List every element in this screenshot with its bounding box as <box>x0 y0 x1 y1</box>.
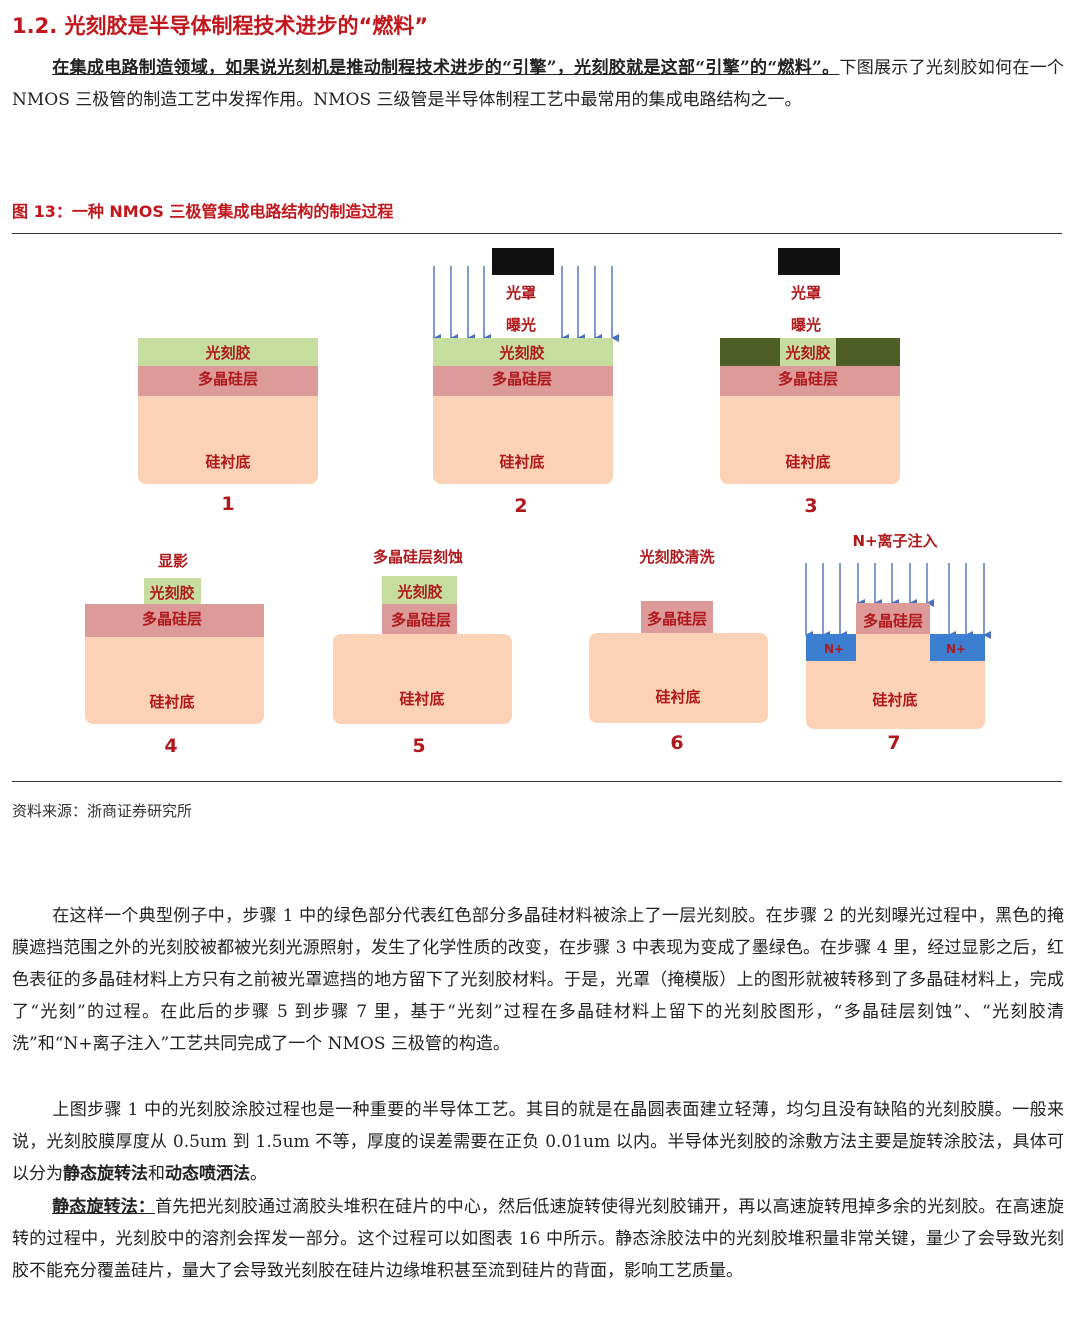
polysilicon-7 <box>856 603 930 634</box>
photoresist-label-4: 光刻胶 <box>148 584 194 602</box>
step-4: 显影 光刻胶 多晶硅层 硅衬底 4 <box>85 552 264 757</box>
substrate-6 <box>589 633 768 723</box>
nplus-region-right <box>930 634 985 661</box>
step-number-2: 2 <box>514 495 527 517</box>
step-number-1: 1 <box>221 493 234 515</box>
substrate-label-1: 硅衬底 <box>205 453 250 471</box>
photoresist-5 <box>382 576 457 604</box>
polysilicon-label-5: 多晶硅层 <box>391 611 451 629</box>
photoresist-label-3: 光刻胶 <box>784 344 830 362</box>
substrate-5 <box>333 634 512 724</box>
polysilicon-label-1: 多晶硅层 <box>198 370 258 388</box>
unexposed-resist-3 <box>780 338 836 366</box>
polysilicon-1 <box>138 366 318 396</box>
step-number-4: 4 <box>164 735 177 757</box>
period-text: 。 <box>250 1164 267 1184</box>
mask-2 <box>492 248 554 275</box>
mask-3 <box>778 248 840 275</box>
source-note: 资料来源：浙商证券研究所 <box>12 802 193 820</box>
conjunction-text: 和 <box>148 1164 165 1184</box>
nplus-region-left <box>806 634 856 661</box>
polysilicon-4 <box>85 604 264 637</box>
substrate-label-6: 硅衬底 <box>655 688 700 706</box>
step-1: 光刻胶 多晶硅层 硅衬底 1 <box>138 338 318 515</box>
photoresist-label-2: 光刻胶 <box>498 344 544 362</box>
implant-arrows-7 <box>805 563 991 639</box>
polysilicon-5 <box>382 604 457 634</box>
substrate-label-7: 硅衬底 <box>872 691 917 709</box>
polysilicon-label-2: 多晶硅层 <box>492 370 552 388</box>
body-paragraph-2-text: 上图步骤 1 中的光刻胶涂胶过程也是一种重要的半导体工艺。其目的就是在晶圆表面建… <box>12 1100 1064 1184</box>
polysilicon-label-3: 多晶硅层 <box>778 370 838 388</box>
body-paragraph-1: 在这样一个典型例子中，步骤 1 中的绿色部分代表红色部分多晶硅材料被涂上了一层光… <box>12 900 1064 1060</box>
mask-label-3: 光罩 <box>790 284 821 302</box>
substrate-label-3: 硅衬底 <box>785 453 830 471</box>
nmos-process-diagram: 光刻胶 多晶硅层 硅衬底 1 光罩 曝光 光刻胶 多晶硅层 硅衬底 2 光罩 曝… <box>85 248 991 757</box>
body-paragraph-3: 静态旋转法：首先把光刻胶通过滴胶头堆积在硅片的中心，然后低速旋转使得光刻胶铺开，… <box>12 1191 1064 1287</box>
body-paragraph-3-text: 首先把光刻胶通过滴胶头堆积在硅片的中心，然后低速旋转使得光刻胶铺开，再以高速旋转… <box>12 1197 1065 1281</box>
exposure-arrows-2 <box>433 266 619 342</box>
intro-paragraph: 在集成电路制造领域，如果说光刻机是推动制程技术进步的“引擎”，光刻胶就是这部“引… <box>12 52 1064 116</box>
body-paragraph-1-text: 在这样一个典型例子中，步骤 1 中的绿色部分代表红色部分多晶硅材料被涂上了一层光… <box>12 906 1064 1054</box>
implant-label-7: N+离子注入 <box>852 532 937 550</box>
nplus-label-right: N+ <box>946 642 966 656</box>
step-number-3: 3 <box>804 495 817 517</box>
body-paragraph-2: 上图步骤 1 中的光刻胶涂胶过程也是一种重要的半导体工艺。其目的就是在晶圆表面建… <box>12 1094 1064 1190</box>
photoresist-2 <box>433 338 613 366</box>
intro-rest: 下图展示了光刻胶如何在一个 NMOS 三极管的制造工艺中发挥作用。NMOS 三级… <box>12 58 1065 110</box>
exposure-label-2: 曝光 <box>506 316 536 334</box>
step-6: 光刻胶清洗 多晶硅层 硅衬底 6 <box>589 548 768 754</box>
substrate-label-5: 硅衬底 <box>399 690 444 708</box>
photoresist-1 <box>138 338 318 366</box>
polysilicon-6 <box>641 601 713 633</box>
polysilicon-label-4: 多晶硅层 <box>142 610 202 628</box>
polysilicon-2 <box>433 366 613 396</box>
figure-title: 图 13：一种 NMOS 三极管集成电路结构的制造过程 <box>12 202 394 221</box>
static-spin-heading: 静态旋转法： <box>52 1197 156 1217</box>
polysilicon-label-7: 多晶硅层 <box>863 612 923 630</box>
substrate-label-2: 硅衬底 <box>499 453 544 471</box>
section-title: 1.2. 光刻胶是半导体制程技术进步的“燃料” <box>12 14 429 38</box>
nplus-label-left: N+ <box>824 642 844 656</box>
step-5: 多晶硅层刻蚀 光刻胶 多晶硅层 硅衬底 5 <box>333 548 512 757</box>
step-number-7: 7 <box>887 732 900 754</box>
mask-label-2: 光罩 <box>505 284 536 302</box>
step-number-5: 5 <box>412 735 425 757</box>
step-2: 光罩 曝光 光刻胶 多晶硅层 硅衬底 2 <box>433 248 619 517</box>
polysilicon-3 <box>720 366 900 396</box>
dynamic-spray-term: 动态喷洒法 <box>165 1164 250 1184</box>
photoresist-4 <box>144 578 201 604</box>
step-number-6: 6 <box>670 732 683 754</box>
figure-bottom-rule <box>12 781 1062 782</box>
photoresist-label-1: 光刻胶 <box>204 344 250 362</box>
polysilicon-label-6: 多晶硅层 <box>647 610 707 628</box>
static-spin-term: 静态旋转法 <box>63 1164 148 1184</box>
strip-label-6: 光刻胶清洗 <box>638 548 714 566</box>
exposure-label-3: 曝光 <box>791 316 821 334</box>
substrate-label-4: 硅衬底 <box>149 693 194 711</box>
intro-lead: 在集成电路制造领域，如果说光刻机是推动制程技术进步的“引擎”，光刻胶就是这部“引… <box>52 58 840 78</box>
step-7: N+离子注入 多晶硅层 N+ N+ 硅衬底 7 <box>805 532 991 754</box>
figure-top-rule <box>12 233 1062 234</box>
step-3: 光罩 曝光 光刻胶 多晶硅层 硅衬底 3 <box>720 248 900 517</box>
develop-label-4: 显影 <box>158 552 188 570</box>
photoresist-label-5: 光刻胶 <box>396 583 442 601</box>
etch-label-5: 多晶硅层刻蚀 <box>373 548 463 566</box>
